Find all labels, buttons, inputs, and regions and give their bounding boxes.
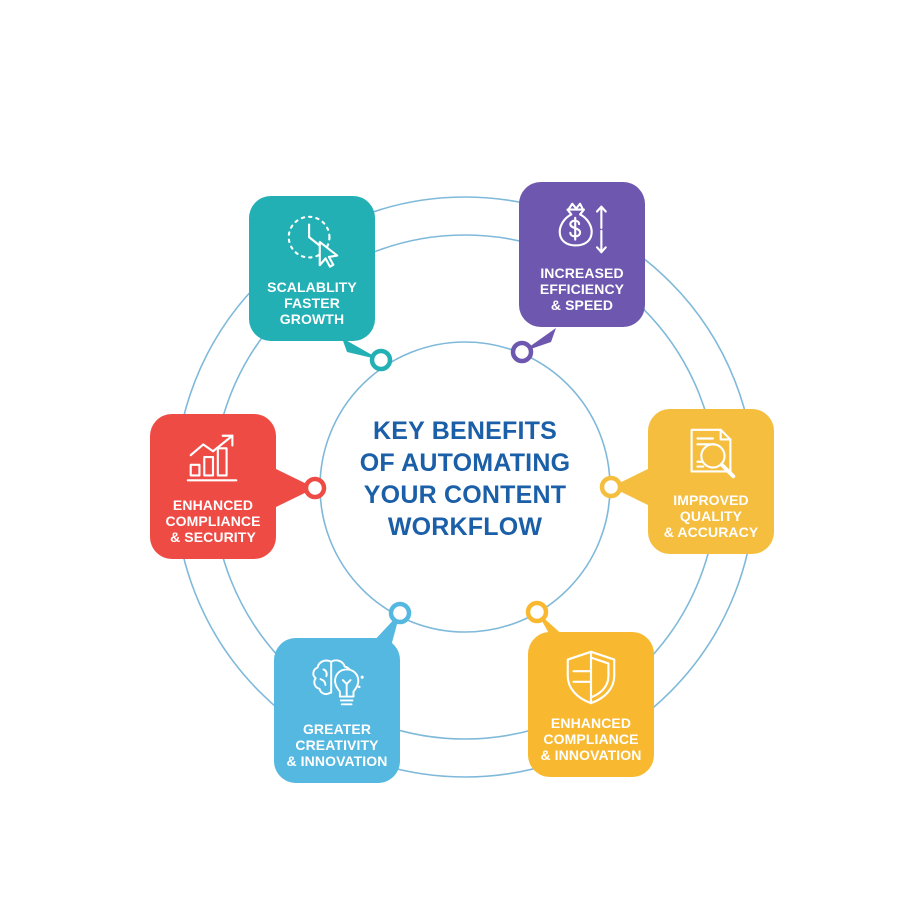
- node-label-efficiency: Increased Efficiency & Speed: [539, 265, 625, 314]
- node-label-scalability: Scalablity Faster Growth: [267, 279, 357, 328]
- document-magnifier-icon: [680, 423, 742, 485]
- brain-lightbulb-icon: [306, 652, 368, 714]
- node-label-compliance-security: Enhanced Compliance & Security: [165, 497, 261, 546]
- node-card-quality[interactable]: Improved Quality & Accuracy: [648, 409, 774, 554]
- node-label-creativity: Greater Creativity & Innovation: [286, 721, 388, 770]
- center-title-line-2: of Automating: [359, 449, 571, 477]
- center-title: Key Benefits of Automating Your Content …: [335, 415, 595, 543]
- node-label-quality: Improved Quality & Accuracy: [663, 492, 759, 541]
- center-title-line-4: Workflow: [387, 513, 543, 541]
- node-card-compliance-security[interactable]: Enhanced Compliance & Security: [150, 414, 276, 559]
- shield-icon: [560, 646, 622, 708]
- node-card-creativity[interactable]: Greater Creativity & Innovation: [274, 638, 400, 783]
- growth-chart-icon: [182, 428, 244, 490]
- node-card-compliance-innovation[interactable]: Enhanced Compliance & Innovation: [528, 632, 654, 777]
- clock-cursor-icon: [281, 210, 343, 272]
- node-card-scalability[interactable]: Scalablity Faster Growth: [249, 196, 375, 341]
- node-label-compliance-innovation: Enhanced Compliance & Innovation: [540, 715, 642, 764]
- money-bag-arrows-icon: [551, 196, 613, 258]
- center-title-line-1: Key Benefits: [373, 417, 557, 445]
- center-title-line-3: Your Content: [363, 481, 567, 509]
- node-card-efficiency[interactable]: Increased Efficiency & Speed: [519, 182, 645, 327]
